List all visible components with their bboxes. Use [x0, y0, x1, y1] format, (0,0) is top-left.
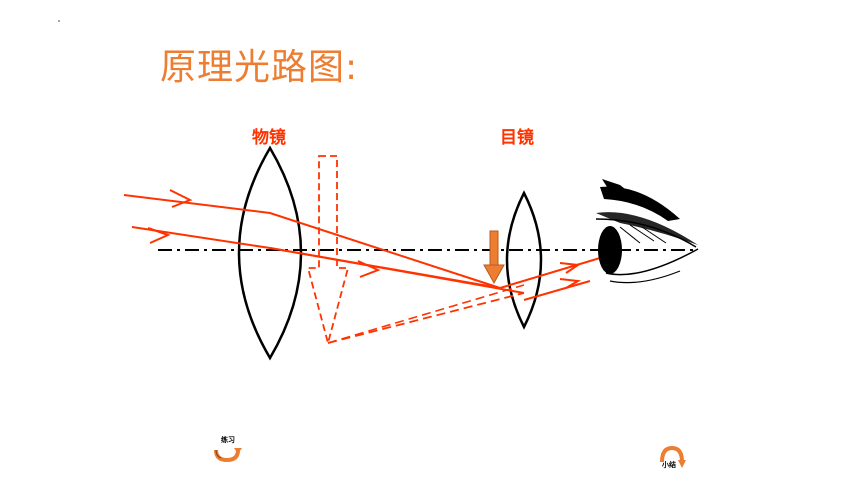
ray-arrowhead-5 — [559, 278, 582, 289]
ray-out-lower — [523, 280, 591, 301]
objective-lens — [237, 145, 303, 361]
intermediate-image-dashed-arrow — [306, 155, 350, 347]
curved-arrow-icon — [660, 445, 686, 468]
ray-arrowhead-3 — [357, 260, 381, 278]
summary-nav-button[interactable]: 小结 — [656, 445, 688, 472]
practice-nav-button[interactable]: 练习 — [212, 436, 244, 463]
ray-to-eyepiece — [269, 247, 525, 294]
practice-label: 练习 — [221, 436, 235, 444]
eyepiece-lens — [505, 190, 543, 330]
summary-label: 小结 — [662, 461, 676, 469]
objective-lens-label: 物镜 — [252, 128, 286, 148]
curved-arrow-icon — [214, 448, 242, 463]
page-title: 原理光路图: — [160, 47, 359, 88]
ray-arrowhead-2 — [147, 227, 171, 244]
decorative-dot — [58, 20, 60, 22]
eyepiece-lens-label: 目镜 — [500, 128, 534, 148]
eye-icon — [595, 179, 699, 284]
ray-arrowhead-4 — [559, 262, 581, 274]
ray-arrowhead-1 — [169, 189, 193, 208]
ray-upper — [123, 194, 501, 289]
virtual-ray-dashed — [327, 292, 525, 344]
ray-out-upper — [499, 254, 611, 289]
image-arrow — [483, 230, 505, 285]
optical-path-diagram — [123, 145, 699, 361]
virtual-ray-dashed-2 — [327, 284, 525, 344]
